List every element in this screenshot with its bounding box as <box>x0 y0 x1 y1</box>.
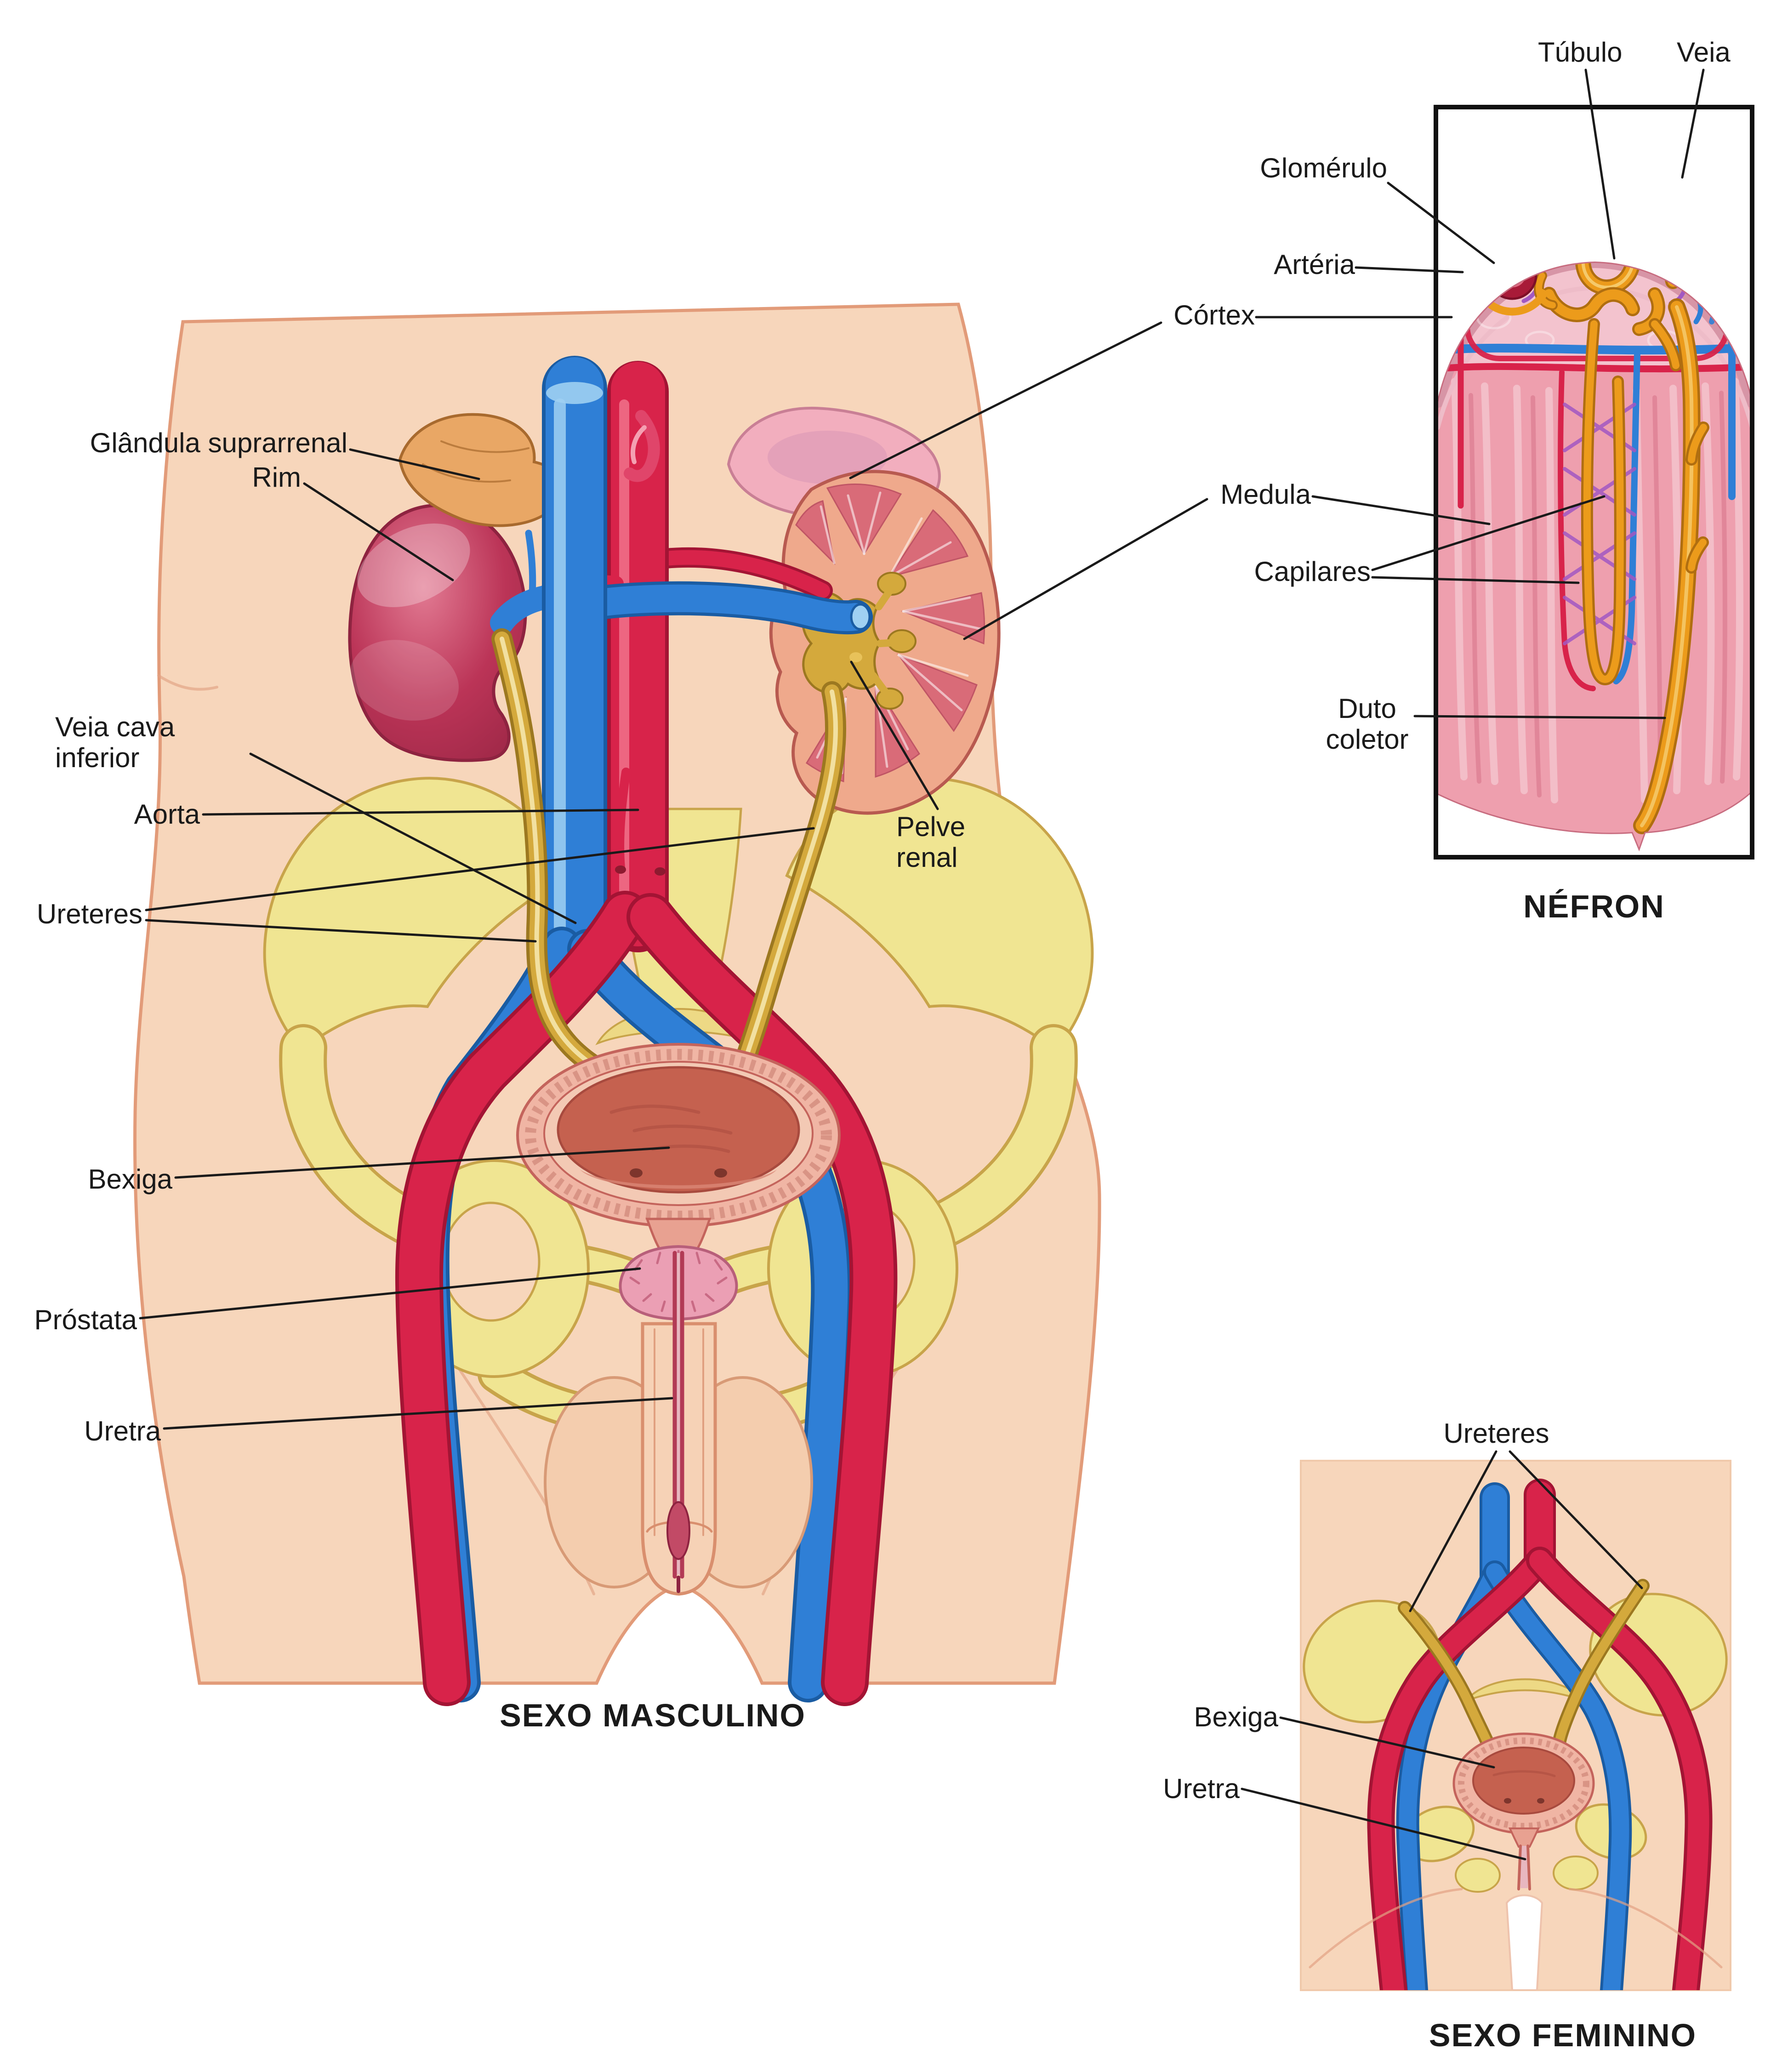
obturator-foramen-left <box>441 1201 541 1322</box>
label-cortex: Córtex <box>1173 300 1255 330</box>
label-ureteres-female: Ureteres <box>1443 1418 1549 1449</box>
label-uretra: Uretra <box>84 1416 161 1446</box>
label-capilares: Capilares <box>1254 556 1371 587</box>
collecting-duct <box>1633 298 1709 834</box>
female-vessels <box>1367 1479 1713 1990</box>
urethra <box>666 1251 690 1593</box>
label-duto-coletor: Duto coletor <box>1326 693 1409 755</box>
label-uretra-female: Uretra <box>1163 1773 1240 1804</box>
label-bexiga-female: Bexiga <box>1194 1702 1278 1732</box>
kidney-left <box>348 504 527 762</box>
male-figure <box>133 302 1101 1706</box>
label-prostata: Próstata <box>34 1304 137 1335</box>
kidney-right-sectioned <box>769 470 1001 815</box>
female-ureters <box>1398 1579 1650 1753</box>
label-veia-cava-inferior: Veia cava inferior <box>55 712 175 774</box>
title-sexo-masculino: SEXO MASCULINO <box>500 1697 806 1733</box>
label-tubulo: Túbulo <box>1538 37 1623 68</box>
bladder-interior <box>557 1066 800 1194</box>
female-inset <box>1300 1460 1731 1991</box>
label-rim: Rim <box>252 462 301 493</box>
leader-lines <box>139 68 1705 1861</box>
label-arteria: Artéria <box>1274 249 1355 280</box>
title-nefron: NÉFRON <box>1523 888 1665 924</box>
ureters <box>491 628 847 1086</box>
vena-cava-vessel <box>542 356 607 982</box>
female-urethra <box>1517 1844 1531 1890</box>
label-pelve-renal: Pelve renal <box>896 811 966 873</box>
label-glandula-suprarrenal: Glândula suprarrenal <box>90 427 347 458</box>
female-bladder <box>1452 1732 1595 1848</box>
label-ureteres: Ureteres <box>36 899 142 929</box>
label-veia: Veia <box>1677 37 1731 68</box>
aorta-vessel <box>607 361 669 952</box>
label-medula: Medula <box>1220 479 1311 510</box>
label-bexiga: Bexiga <box>88 1164 172 1195</box>
bladder <box>516 1043 841 1254</box>
iliac-wing-left <box>263 777 572 1053</box>
nefron-inset <box>1434 105 1754 860</box>
label-aorta: Aorta <box>134 799 200 830</box>
label-glomerulo: Glomérulo <box>1260 153 1387 183</box>
loop-of-henle <box>1558 318 1640 691</box>
title-sexo-feminino: SEXO FEMININO <box>1429 2017 1697 2053</box>
